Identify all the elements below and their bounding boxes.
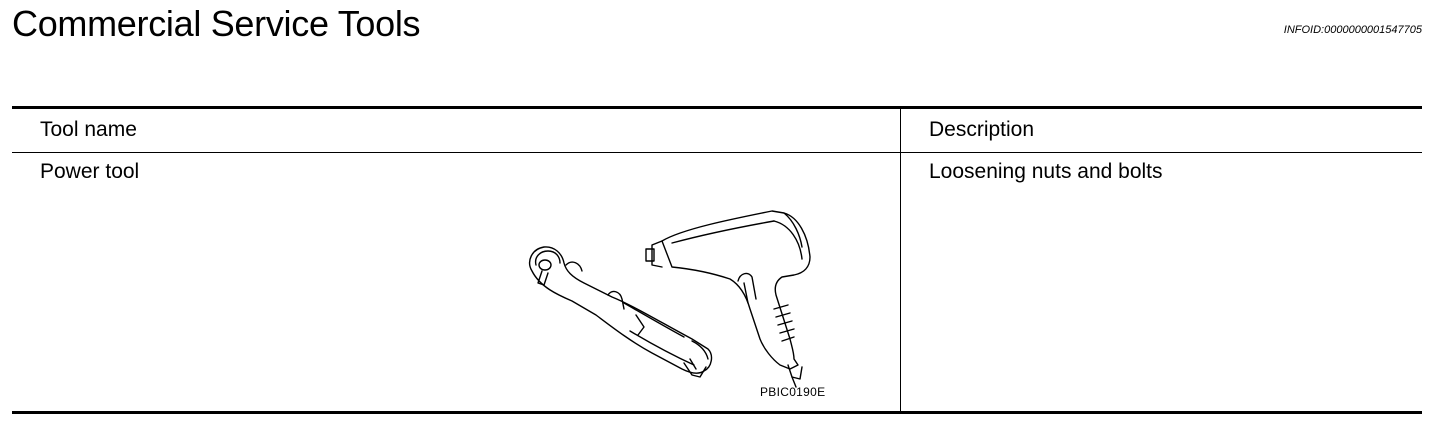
page-title: Commercial Service Tools [12, 3, 421, 44]
header-tool-name: Tool name [40, 118, 137, 141]
figure-code: PBIC0190E [760, 385, 826, 399]
impact-wrench-icon [645, 210, 811, 388]
table-header-row [12, 109, 1422, 153]
power-tools-illustration [528, 210, 811, 388]
info-id: INFOID:0000000001547705 [1283, 24, 1422, 36]
cell-tool-name: Power tool [40, 160, 140, 183]
column-divider [900, 109, 901, 411]
cell-description: Loosening nuts and bolts [929, 160, 1163, 183]
service-tools-table: Tool name Description Power tool Looseni… [12, 106, 1422, 414]
air-ratchet-icon [528, 246, 713, 378]
header-description: Description [929, 118, 1035, 141]
